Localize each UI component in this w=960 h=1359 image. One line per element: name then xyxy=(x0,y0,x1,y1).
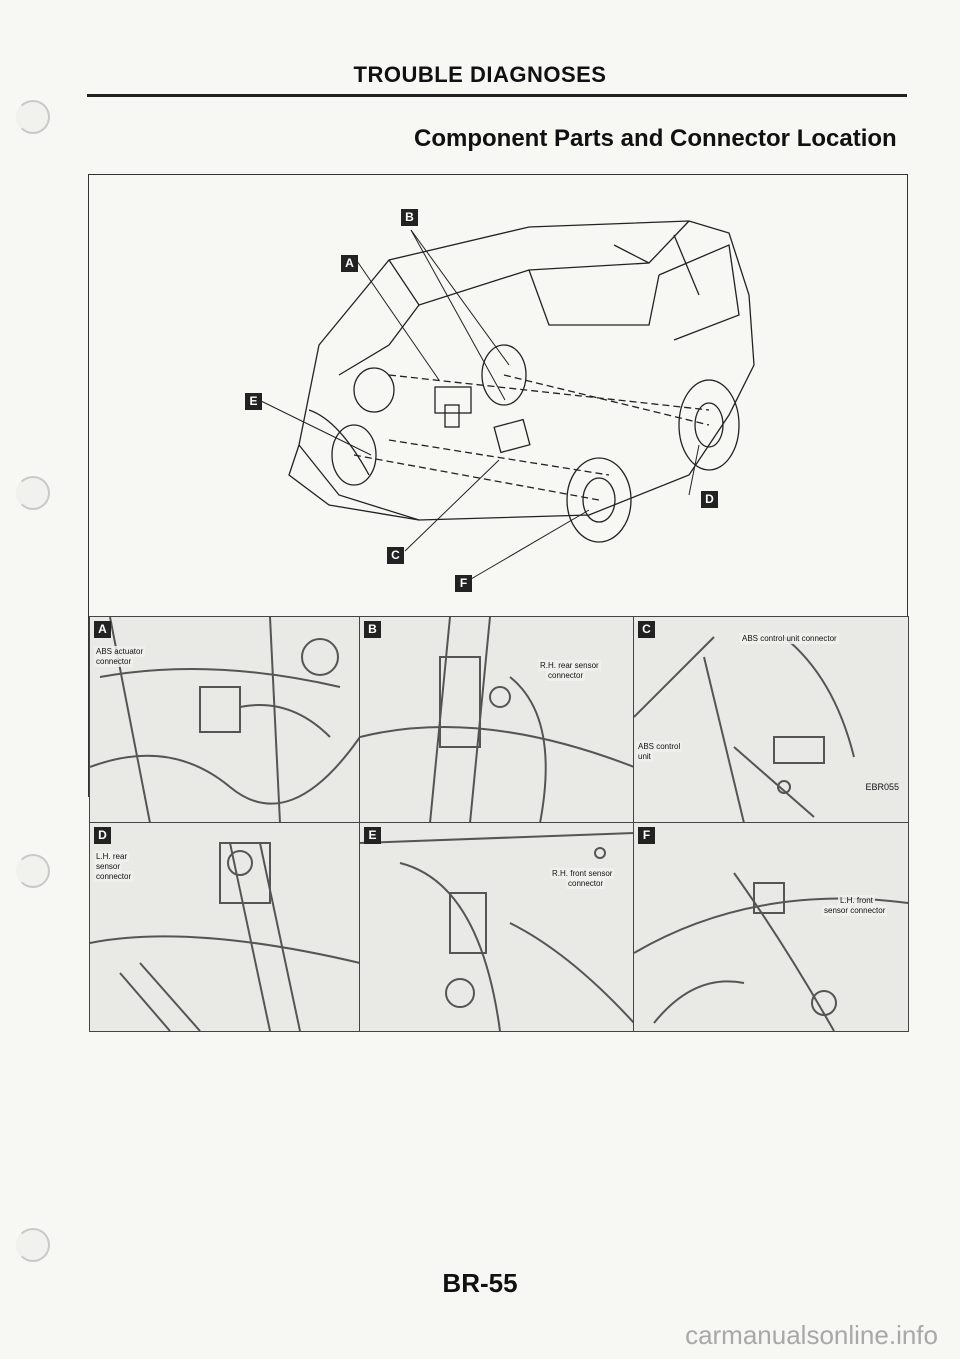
callout-b: B xyxy=(401,209,418,226)
callout-label: sensor connector xyxy=(822,905,888,916)
callout-label: unit xyxy=(636,751,653,762)
callout-label: ABS actuator xyxy=(94,646,146,657)
callout-label: R.H. rear sensor xyxy=(538,660,601,671)
callout-label: sensor xyxy=(94,861,123,872)
vehicle-overview-illustration: A B C D E F xyxy=(89,175,907,615)
photo-panel-f: F L.H. front sensor connector xyxy=(633,822,909,1032)
photo-panel-a: A ABS actuator connector xyxy=(89,616,361,824)
photo-panel-c: C ABS control unit connector ABS control… xyxy=(633,616,909,824)
binder-hole xyxy=(16,476,50,510)
binder-hole xyxy=(16,1228,50,1262)
header-rule xyxy=(87,94,907,97)
watermark: carmanualsonline.info xyxy=(685,1320,938,1350)
callout-label: ABS control unit connector xyxy=(740,633,839,644)
panel-letter: E xyxy=(364,827,381,844)
binder-hole xyxy=(16,100,50,134)
callout-e: E xyxy=(245,393,262,410)
page-header: TROUBLE DIAGNOSES xyxy=(353,62,607,87)
callout-label: connector xyxy=(546,670,586,681)
figure-frame: A B C D E F A ABS actuator connector B R… xyxy=(88,174,909,1032)
section-title: Component Parts and Connector Location xyxy=(414,125,897,152)
panel-letter: D xyxy=(94,827,111,844)
photo-panel-d: D L.H. rear sensor connector xyxy=(89,822,361,1032)
callout-c: C xyxy=(387,547,404,564)
panel-letter: A xyxy=(94,621,111,638)
callout-label: connector xyxy=(566,878,606,889)
callout-label: connector xyxy=(94,871,134,882)
page-number: BR-55 xyxy=(442,1268,518,1298)
panel-letter: F xyxy=(638,827,655,844)
callout-label: ABS control xyxy=(636,741,683,752)
callout-f: F xyxy=(455,575,472,592)
panel-letter: C xyxy=(638,621,655,638)
callout-label: L.H. rear xyxy=(94,851,130,862)
callout-d: D xyxy=(701,491,718,508)
callout-label: connector xyxy=(94,656,134,667)
callout-a: A xyxy=(341,255,358,272)
photo-panel-e: E R.H. front sensor connector xyxy=(359,822,635,1032)
photo-panel-b: B R.H. rear sensor connector xyxy=(359,616,635,824)
binder-hole xyxy=(16,854,50,888)
callout-label: L.H. front xyxy=(838,895,875,906)
callout-label: R.H. front sensor xyxy=(550,868,615,879)
figure-reference: EBR055 xyxy=(865,782,899,792)
panel-letter: B xyxy=(364,621,381,638)
